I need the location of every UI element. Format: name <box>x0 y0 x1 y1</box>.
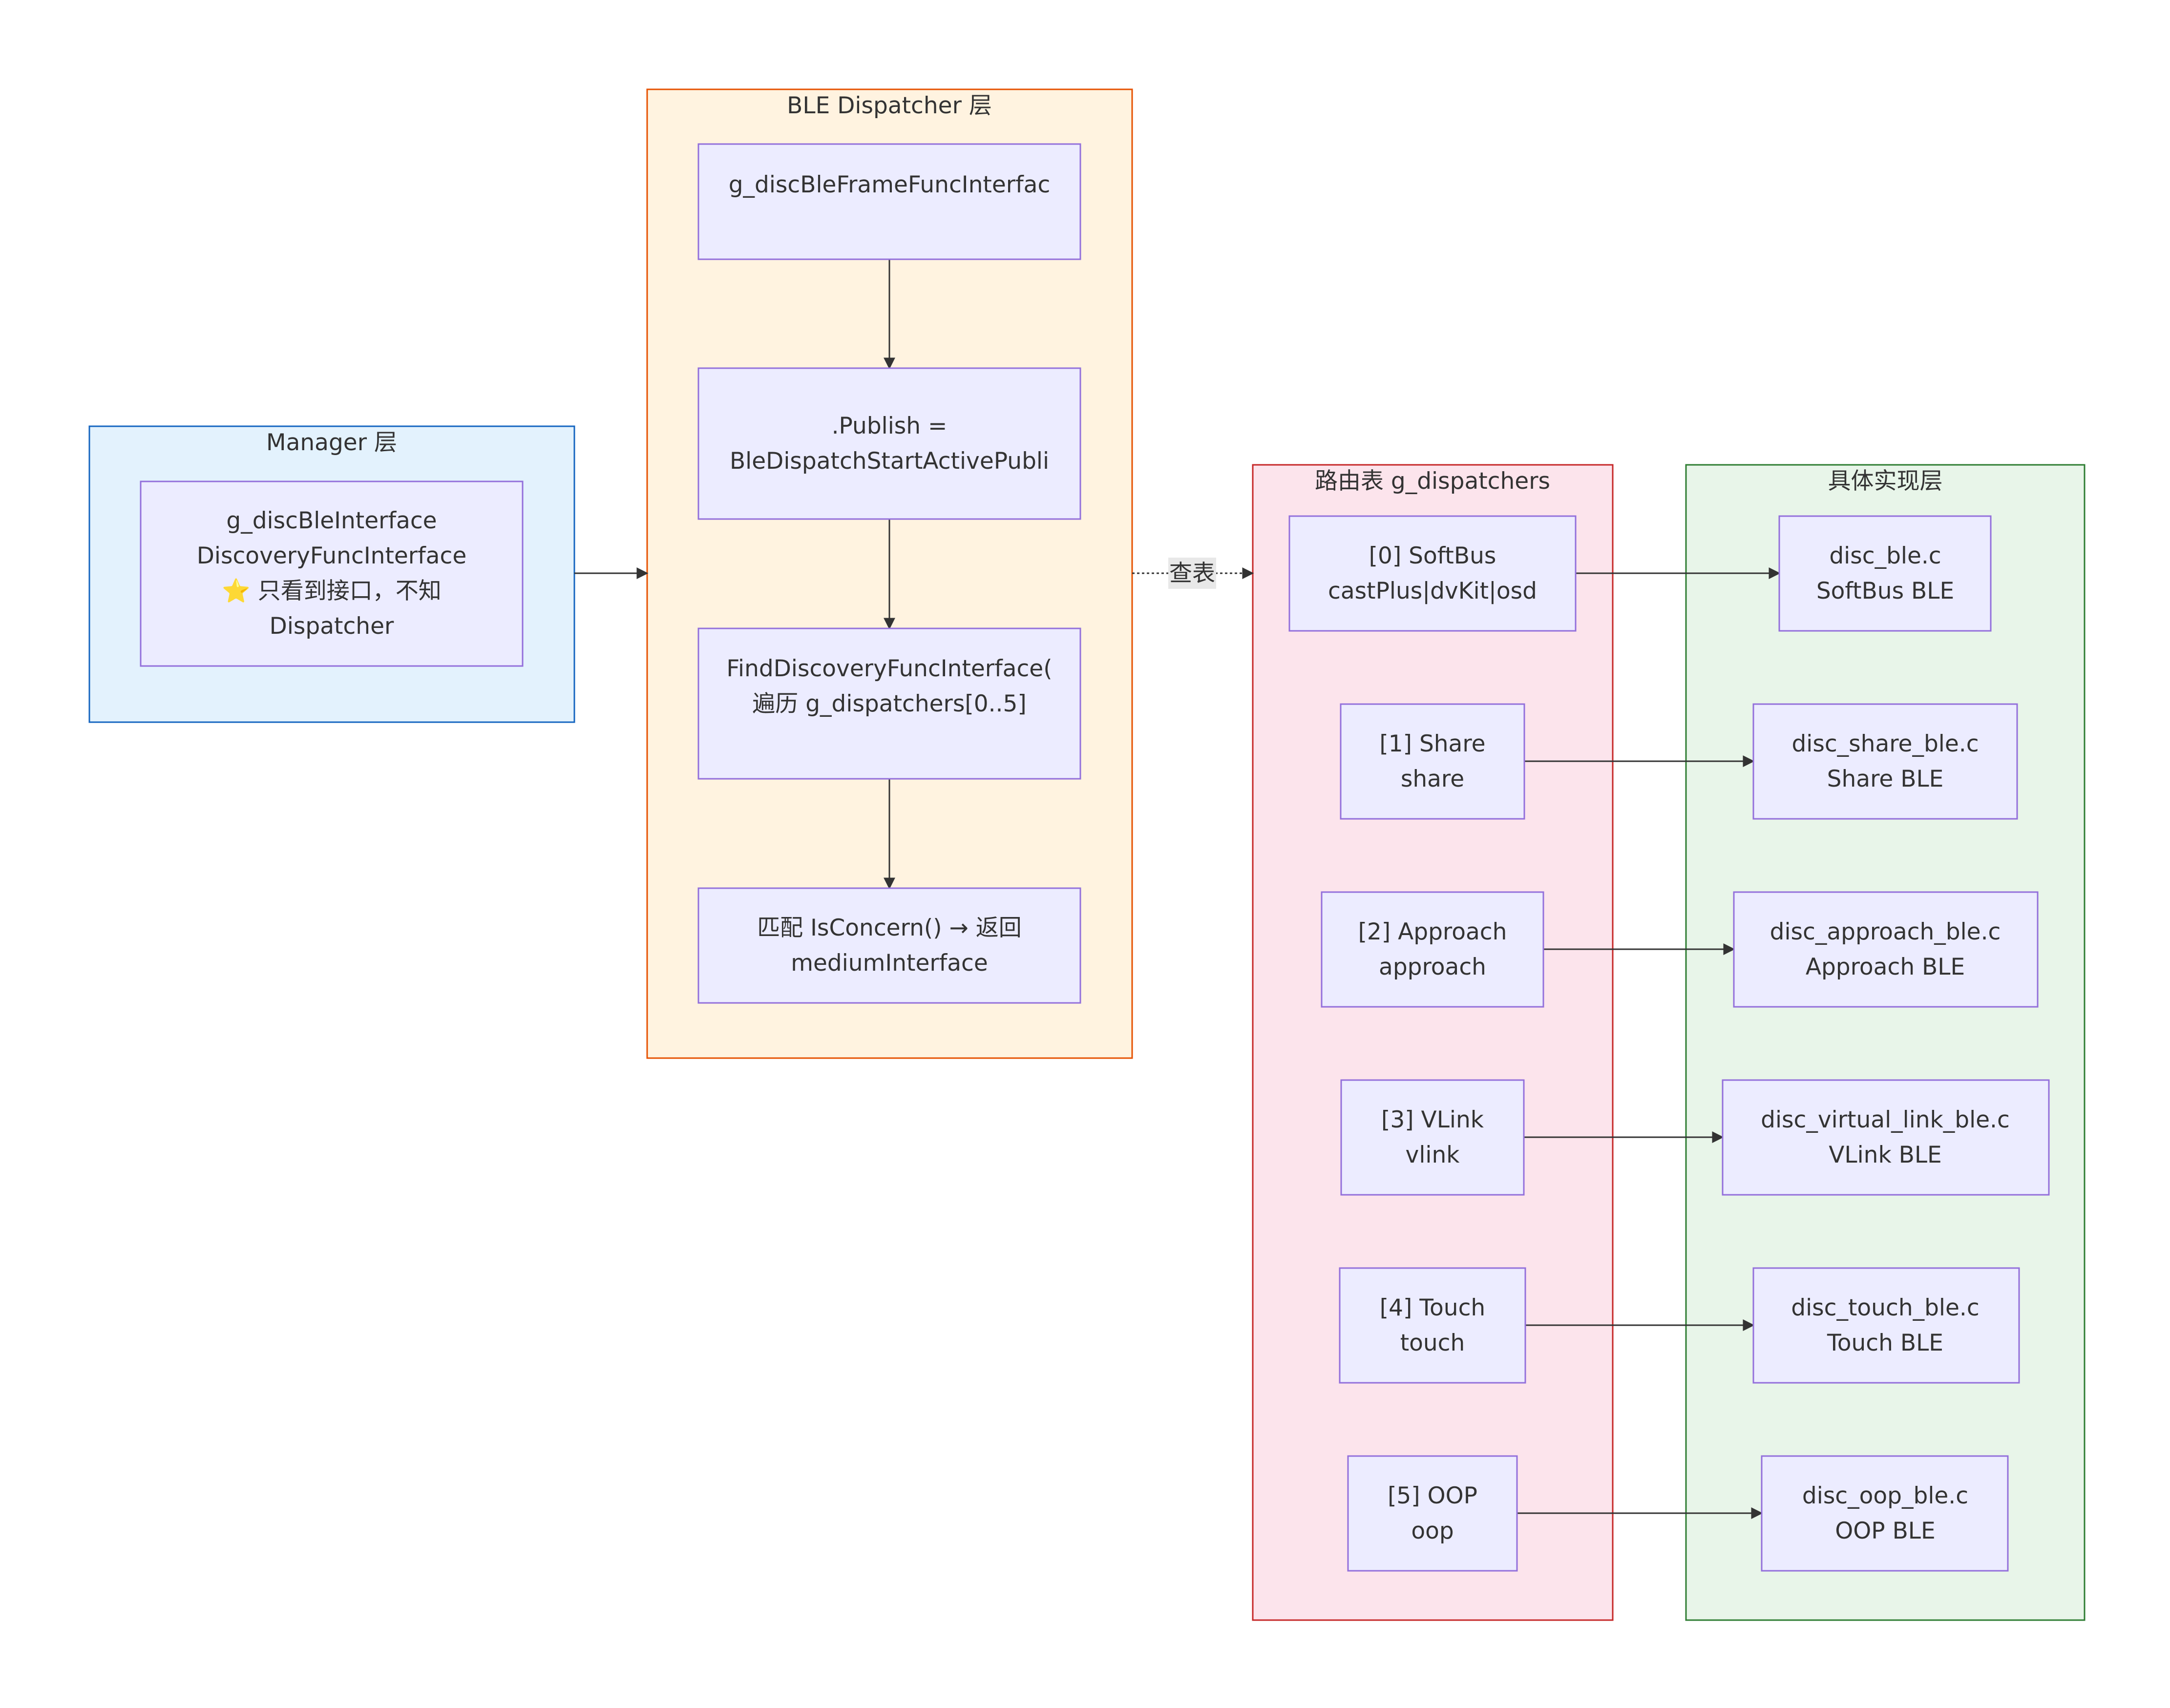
node-label-line: [3] VLink <box>1381 1106 1484 1133</box>
impl-layer-frame <box>1685 464 2086 1621</box>
routing-table-group: 路由表 g_dispatchers <box>1252 464 1614 1621</box>
node-route-3-vlink: [3] VLink vlink <box>1340 1079 1525 1196</box>
node-label-line: OOP BLE <box>1835 1518 1935 1544</box>
node-label-line: DiscoveryFuncInterface <box>197 542 467 569</box>
node-box <box>697 367 1081 520</box>
node-label-line: disc_approach_ble.c <box>1770 918 2001 945</box>
node-box <box>1752 703 2018 820</box>
node-label-line: share <box>1401 766 1464 792</box>
manager-layer-title: Manager 层 <box>266 429 397 456</box>
node-publish: .Publish = BleDispatchStartActivePubli <box>697 367 1081 520</box>
node-label-line: .Publish = <box>832 413 948 439</box>
node-label-line: VLink BLE <box>1829 1142 1941 1168</box>
node-label-line: g_discBleFrameFuncInterfac <box>729 171 1051 198</box>
routing-table-title: 路由表 g_dispatchers <box>1315 468 1550 495</box>
node-label-line: vlink <box>1406 1142 1460 1168</box>
node-label-line: [5] OOP <box>1388 1482 1477 1509</box>
node-label-line: [4] Touch <box>1380 1294 1485 1321</box>
node-label-line: [0] SoftBus <box>1369 542 1496 569</box>
node-label-line: SoftBus BLE <box>1816 578 1954 604</box>
node-box <box>1339 1267 1526 1384</box>
node-box <box>1340 1079 1525 1196</box>
node-box <box>140 480 524 667</box>
node-label-line: FindDiscoveryFuncInterface( <box>726 655 1052 682</box>
node-manager-interface: g_discBleInterfaceDiscoveryFuncInterface… <box>140 480 524 667</box>
edges: 查表 <box>574 259 1781 1519</box>
node-label-line: Share BLE <box>1827 766 1944 792</box>
node-route-2-approach: [2] Approach approach <box>1321 891 1544 1008</box>
node-label-line: disc_oop_ble.c <box>1802 1482 1968 1509</box>
node-box <box>1347 1455 1518 1572</box>
node-route-4-touch: [4] Touch touch <box>1339 1267 1526 1384</box>
node-box <box>1340 703 1525 820</box>
nodes: g_discBleInterfaceDiscoveryFuncInterface… <box>140 143 2050 1572</box>
node-box <box>697 627 1081 780</box>
node-box <box>1761 1455 2009 1572</box>
impl-layer-group: 具体实现层 <box>1685 464 2086 1621</box>
node-route-5-oop: [5] OOP oop <box>1347 1455 1518 1572</box>
node-label-line: BleDispatchStartActivePubli <box>730 448 1049 475</box>
node-box <box>1778 515 1992 632</box>
node-label-line: disc_ble.c <box>1829 542 1941 569</box>
node-route-1-share: [1] Share share <box>1340 703 1525 820</box>
lookup-edge-label: 查表 <box>1169 560 1215 587</box>
node-box <box>1288 515 1577 632</box>
node-label-line: Approach BLE <box>1806 954 1965 980</box>
node-box <box>697 887 1081 1004</box>
node-box <box>1722 1079 2050 1196</box>
routing-table-frame <box>1252 464 1614 1621</box>
node-find-discovery: FindDiscoveryFuncInterface( 遍历 g_dispatch… <box>697 627 1081 780</box>
node-route-0-softbus: [0] SoftBus castPlus|dvKit|osd <box>1288 515 1577 632</box>
node-label-line: Touch BLE <box>1827 1330 1943 1356</box>
node-label-line: disc_share_ble.c <box>1791 730 1979 757</box>
node-label-line: [1] Share <box>1379 730 1485 757</box>
node-box <box>697 143 1081 260</box>
impl-layer-title: 具体实现层 <box>1828 468 1943 495</box>
node-match-concern: 匹配 IsConcern() → 返回 mediumInterface <box>697 887 1081 1004</box>
node-label-line: castPlus|dvKit|osd <box>1328 578 1537 604</box>
node-label-line: g_discBleInterface <box>226 507 437 534</box>
node-label-line: 匹配 IsConcern() → 返回 <box>757 915 1022 941</box>
node-label-line: disc_touch_ble.c <box>1791 1294 1979 1321</box>
node-label-line: ⭐ 只看到接口，不知 <box>222 578 441 604</box>
node-label-line: disc_virtual_link_ble.c <box>1761 1106 2010 1133</box>
node-label-line: mediumInterface <box>791 950 988 977</box>
node-label-line: approach <box>1379 954 1486 980</box>
node-label-line: [2] Approach <box>1358 918 1507 945</box>
node-frame-interface: g_discBleFrameFuncInterfac <box>697 143 1081 260</box>
node-box <box>1321 891 1544 1008</box>
node-box <box>1752 1267 2020 1384</box>
node-box <box>1733 891 2039 1008</box>
node-label-line: 遍历 g_dispatchers[0..5] <box>752 690 1026 717</box>
dispatcher-layer-title: BLE Dispatcher 层 <box>787 92 992 119</box>
node-label-line: touch <box>1400 1330 1465 1356</box>
lookup-label-bg <box>1168 558 1216 589</box>
node-label-line: oop <box>1411 1518 1454 1544</box>
node-label-line: Dispatcher <box>270 613 394 640</box>
